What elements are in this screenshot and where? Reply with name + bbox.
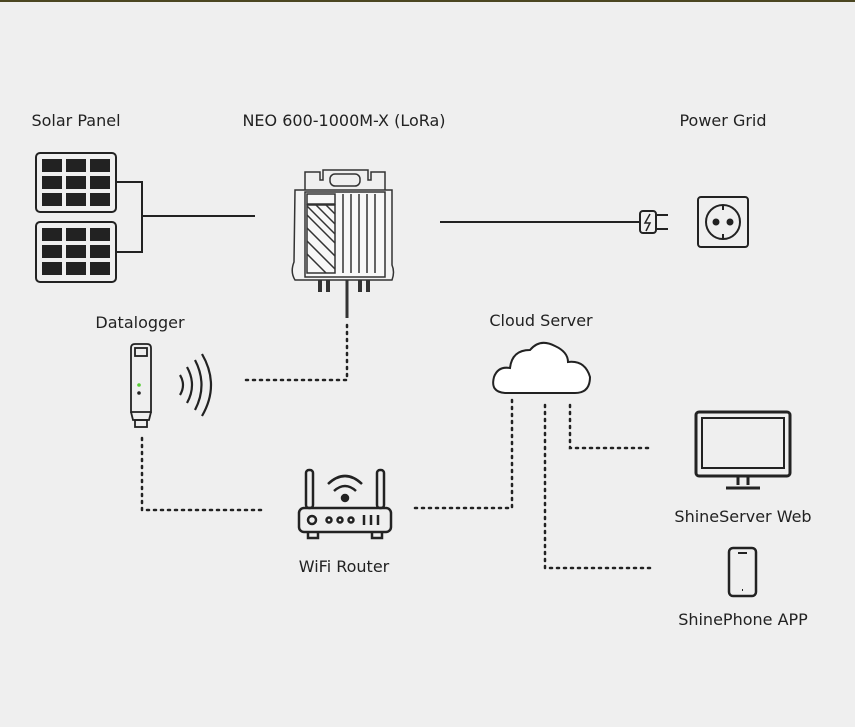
edge-inverter-datalogger	[241, 323, 349, 382]
monitor-icon	[694, 410, 792, 490]
label-solar-panel: Solar Panel	[31, 111, 121, 130]
label-inverter: NEO 600-1000M-X (LoRa)	[242, 111, 446, 130]
edge-solar-inverter	[116, 181, 255, 253]
solar-panel-icon	[35, 152, 117, 283]
top-border	[0, 0, 855, 2]
edge-cloud-web	[568, 403, 652, 450]
label-power-grid: Power Grid	[679, 111, 767, 130]
smartphone-icon	[727, 546, 758, 598]
label-shinephone-app: ShinePhone APP	[678, 610, 808, 629]
label-wifi-router: WiFi Router	[298, 557, 390, 576]
power-plug-icon	[628, 210, 668, 234]
label-shineserver-web: ShineServer Web	[674, 507, 812, 526]
wifi-router-icon	[297, 468, 393, 540]
microinverter-icon	[291, 169, 395, 318]
datalogger-stick-icon	[130, 343, 152, 428]
label-cloud-server: Cloud Server	[489, 311, 593, 330]
edge-router-cloud	[413, 396, 514, 510]
wireless-signal-icon	[179, 353, 212, 417]
edge-cloud-phone	[543, 403, 652, 570]
edge-datalogger-router	[140, 436, 264, 512]
power-socket-icon	[697, 196, 749, 248]
label-datalogger: Datalogger	[95, 313, 185, 332]
cloud-icon	[492, 341, 592, 394]
